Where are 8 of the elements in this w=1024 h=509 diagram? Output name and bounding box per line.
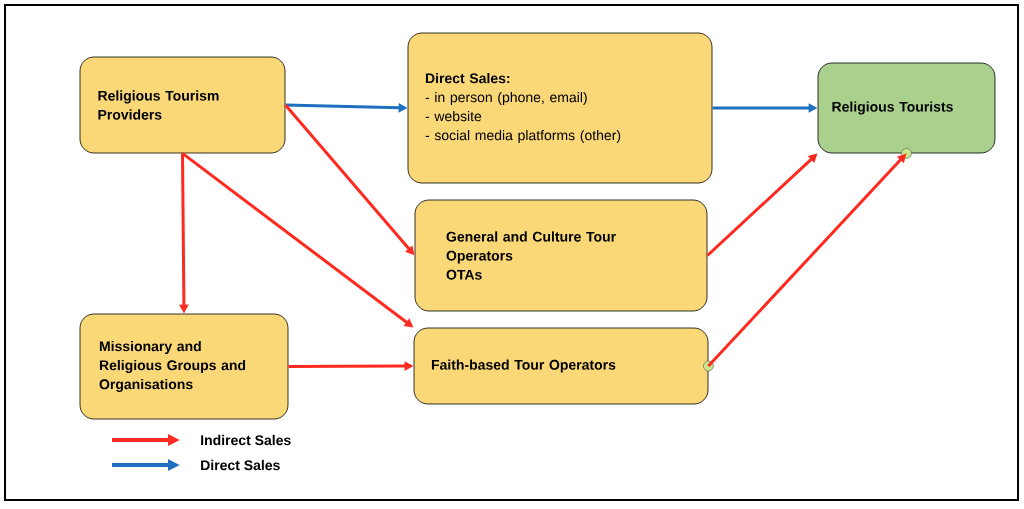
process-box: Religious Tourism Providers — [79, 56, 286, 154]
legend-label: Indirect Sales — [201, 434, 291, 446]
legend-label: Direct Sales — [201, 459, 280, 471]
process-box: Missionary and Religious Groups and Organisations — [79, 313, 289, 420]
process-box: Faith-based Tour Operators — [413, 327, 709, 405]
process-box: General and Culture Tour Operators OTAs — [414, 199, 708, 312]
process-box: Religious Tourists — [817, 62, 996, 154]
process-box: Direct Sales: - in person (phone, email) - website - social media platforms (other) — [407, 32, 713, 184]
